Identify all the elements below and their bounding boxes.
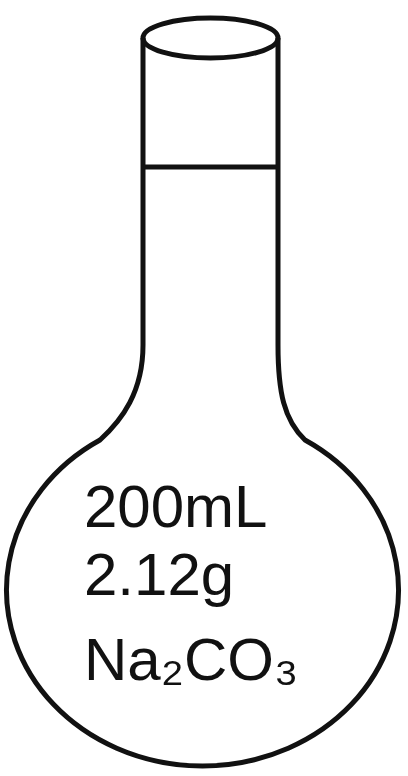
graduation-mark xyxy=(143,165,278,170)
flask-label: 2.12g xyxy=(84,540,234,610)
flask-label: Na₂CO₃ xyxy=(84,625,298,695)
flask-label: 200mL xyxy=(84,472,267,542)
flask-outline xyxy=(6,38,398,766)
flask-mouth xyxy=(143,18,278,58)
